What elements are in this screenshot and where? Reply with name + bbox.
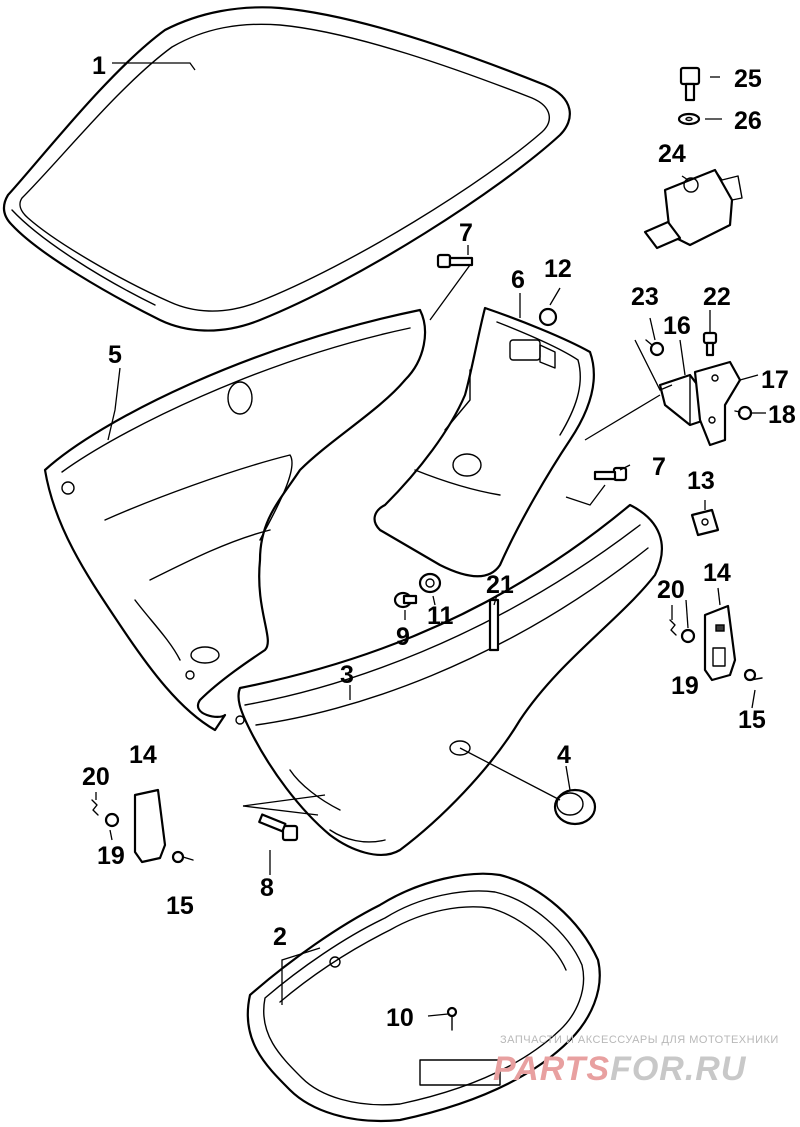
callout-16: 16 xyxy=(663,312,691,340)
callout-7a: 7 xyxy=(459,219,473,247)
callout-3: 3 xyxy=(340,661,354,689)
callout-19a: 19 xyxy=(97,842,125,870)
watermark-brand-left: PARTS xyxy=(493,1050,610,1088)
part-8-bolt xyxy=(258,813,299,842)
part-5-inner-pan xyxy=(43,308,427,732)
watermark-brand: PARTSFOR.RU xyxy=(493,1050,747,1088)
callout-8: 8 xyxy=(260,874,274,902)
callout-2: 2 xyxy=(273,923,287,951)
leader-lines xyxy=(95,62,766,1017)
part-20b-spring xyxy=(669,619,677,636)
part-24-valve xyxy=(643,168,743,250)
callout-labels: 1 2 3 4 5 6 7 7 8 9 10 11 12 13 14 14 15… xyxy=(82,52,796,1032)
part-22-screw xyxy=(702,331,718,357)
part-3-lower-cowling xyxy=(235,503,663,856)
callout-23: 23 xyxy=(631,283,659,311)
part-15b-screw xyxy=(743,668,763,682)
callout-21: 21 xyxy=(486,571,514,599)
part-14a-latch xyxy=(133,788,167,864)
part-25-bolt xyxy=(679,66,701,102)
callout-18: 18 xyxy=(768,401,796,429)
part-6-bracket-plate xyxy=(373,306,595,578)
callout-26: 26 xyxy=(734,107,762,135)
part-19b-washer xyxy=(680,628,696,644)
callout-14a: 14 xyxy=(129,741,157,769)
part-7b-bolt xyxy=(593,466,628,482)
part-7a-bolt xyxy=(436,253,474,269)
callout-24: 24 xyxy=(658,140,686,168)
part-2-bottom-seal xyxy=(246,872,601,1123)
part-9-pin xyxy=(393,591,418,609)
callout-20b: 20 xyxy=(657,576,685,604)
part-18-screw xyxy=(734,405,753,421)
part-26-washer xyxy=(677,112,701,126)
part-17-hinge-plate xyxy=(693,360,742,447)
callout-11: 11 xyxy=(427,602,454,630)
part-10-screw xyxy=(446,1006,458,1031)
callout-6: 6 xyxy=(511,266,525,294)
callout-19b: 19 xyxy=(671,672,699,700)
callout-4: 4 xyxy=(557,741,571,769)
part-4-cap xyxy=(553,788,597,826)
callout-15a: 15 xyxy=(166,892,194,920)
watermark: ЗАПЧАСТИ И АКСЕССУАРЫ ДЛЯ МОТОТЕХНИКИ PA… xyxy=(493,1034,779,1088)
part-11-grommet xyxy=(418,572,442,594)
callout-22: 22 xyxy=(703,283,731,311)
callout-15b: 15 xyxy=(738,706,766,734)
part-15a-screw xyxy=(171,850,194,864)
callout-17: 17 xyxy=(761,366,789,394)
watermark-tagline: ЗАПЧАСТИ И АКСЕССУАРЫ ДЛЯ МОТОТЕХНИКИ xyxy=(500,1034,779,1046)
part-20a-spring xyxy=(91,799,99,816)
part-23-screw xyxy=(645,339,665,357)
part-12-grommet xyxy=(538,307,558,327)
part-1-top-seal xyxy=(2,6,571,332)
callout-20a: 20 xyxy=(82,763,110,791)
callout-1: 1 xyxy=(92,52,106,80)
watermark-brand-right: FOR.RU xyxy=(610,1050,747,1088)
callout-10: 10 xyxy=(386,1004,414,1032)
callout-25: 25 xyxy=(734,65,762,93)
part-14b-latch xyxy=(703,604,737,682)
callout-12: 12 xyxy=(544,255,572,283)
callout-13: 13 xyxy=(687,467,715,495)
callout-7b: 7 xyxy=(652,453,666,481)
part-19a-washer xyxy=(104,812,120,828)
callout-5: 5 xyxy=(108,341,122,369)
callout-14b: 14 xyxy=(703,559,731,587)
callout-9: 9 xyxy=(396,623,410,651)
part-13-clip xyxy=(690,508,720,537)
part-21-rod xyxy=(488,598,500,652)
